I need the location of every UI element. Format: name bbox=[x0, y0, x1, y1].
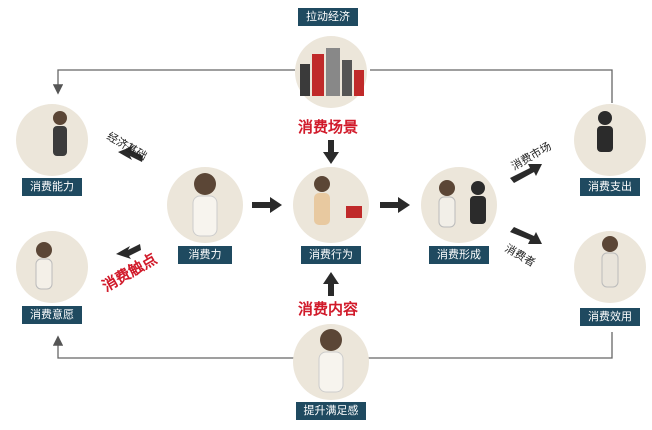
arrow-to-xiaoyong bbox=[510, 227, 542, 244]
node-label-xiaofei-zhichu: 消费支出 bbox=[580, 178, 640, 196]
top-loop-line bbox=[52, 69, 613, 103]
arrow-nengli-to-xiaofeili bbox=[118, 146, 143, 162]
arrow-xiaofeili-to-xingwei bbox=[252, 197, 282, 213]
arrow-changjing-down bbox=[323, 140, 339, 164]
arrow-neirong-up bbox=[323, 272, 339, 296]
xingwei-person-circle bbox=[293, 167, 369, 243]
node-label-xiaofei-xingcheng: 消费形成 bbox=[429, 246, 489, 264]
node-label-xiaofei-li: 消费力 bbox=[178, 246, 232, 264]
node-label-xiaofei-xiaoyong: 消费效用 bbox=[580, 308, 640, 326]
node-label-xiaofei-nengli: 消费能力 bbox=[22, 178, 82, 196]
node-label-xiaofei-xingwei: 消费行为 bbox=[301, 246, 361, 264]
node-label-lado-jingji: 拉动经济 bbox=[298, 8, 358, 26]
edge-label-xiaofei-changjing: 消费场景 bbox=[298, 118, 359, 136]
edge-label-xiaofei-neirong: 消费内容 bbox=[298, 300, 359, 318]
bottom-loop-line bbox=[52, 332, 613, 359]
arrow-yiyuan-to-xiaofeili bbox=[116, 244, 141, 259]
flow-arrows bbox=[116, 140, 542, 296]
nengli-person-circle bbox=[16, 104, 88, 176]
node-label-xiaofei-yiyuan: 消费意愿 bbox=[22, 306, 82, 324]
arrow-xingwei-to-xingcheng bbox=[380, 197, 410, 213]
person-icons bbox=[35, 111, 619, 393]
city-skyline-icon bbox=[300, 48, 364, 96]
arrow-to-zhichu bbox=[510, 164, 542, 183]
node-label-tisheng-manzugan: 提升满足感 bbox=[296, 402, 366, 420]
